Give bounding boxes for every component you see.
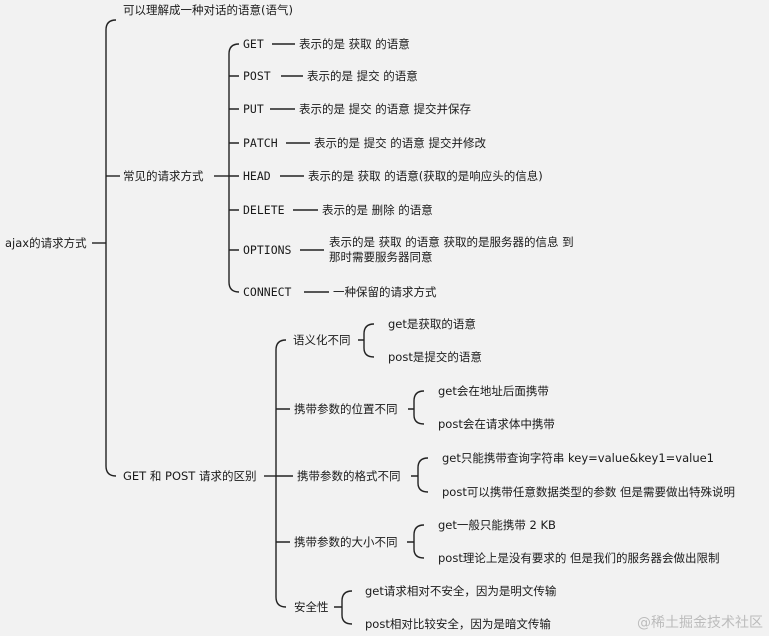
method-head: HEAD (243, 169, 271, 183)
connector-g5 (334, 590, 353, 625)
method-delete-desc: 表示的是 删除 的语意 (322, 203, 433, 217)
diff-semantics-post: post是提交的语意 (388, 350, 482, 364)
method-connect: CONNECT (243, 285, 292, 299)
branch-dialog-semantics: 可以理解成一种对话的语意(语气) (123, 3, 293, 17)
diff-param-location-get: get会在地址后面携带 (438, 384, 549, 398)
connector-diff-branch (275, 339, 287, 608)
method-get-desc: 表示的是 获取 的语意 (299, 37, 410, 51)
method-options-desc: 表示的是 获取 的语意 获取的是服务器的信息 到 (329, 235, 574, 249)
connector-g3 (411, 457, 429, 493)
diff-security-get: get请求相对不安全，因为是明文传输 (365, 584, 557, 598)
diff-security-post: post相对比较安全，因为是暗文传输 (365, 617, 551, 631)
diff-param-size-post: post理论上是没有要求的 但是我们的服务器会做出限制 (438, 551, 720, 565)
connector-methods-ticks (229, 75, 239, 251)
method-patch-desc: 表示的是 提交 的语意 提交并修改 (314, 136, 486, 150)
method-post-desc: 表示的是 提交 的语意 (307, 69, 418, 83)
method-patch: PATCH (243, 136, 278, 150)
method-head-desc: 表示的是 获取 的语意(获取的是响应头的信息) (308, 169, 543, 183)
connector-method-dashes (270, 43, 329, 293)
diff-security: 安全性 (294, 600, 329, 614)
method-put-desc: 表示的是 提交 的语意 提交并保存 (299, 102, 471, 116)
diff-param-size: 携带参数的大小不同 (294, 535, 398, 549)
branch-get-post-diff: GET 和 POST 请求的区别 (123, 469, 257, 483)
branch-common-methods: 常见的请求方式 (123, 169, 204, 183)
diff-param-format: 携带参数的格式不同 (297, 469, 401, 483)
connector-diff-ticks (276, 408, 293, 543)
method-post: POST (243, 69, 271, 83)
diff-semantics-get: get是获取的语意 (388, 317, 476, 331)
connector-g2 (408, 390, 425, 425)
diff-param-location-post: post会在请求体中携带 (438, 417, 555, 431)
root-node: ajax的请求方式 (5, 236, 87, 250)
diff-param-size-get: get一般只能携带 2 KB (438, 518, 556, 532)
connector-g4 (407, 524, 425, 559)
method-options-desc-line2: 那时需要服务器同意 (329, 250, 433, 264)
method-get: GET (243, 37, 264, 51)
diff-param-format-post: post可以携带任意数据类型的参数 但是需要做出特殊说明 (442, 485, 735, 499)
watermark: @稀土掘金技术社区 (637, 615, 763, 631)
diff-semantics: 语义化不同 (293, 333, 351, 347)
connector-methods-branch (228, 43, 240, 293)
diff-param-format-get: get只能携带查询字符串 key=value&key1=value1 (442, 451, 714, 465)
method-connect-desc: 一种保留的请求方式 (333, 285, 437, 299)
connector-g1 (358, 323, 375, 358)
connector-root-branch (105, 19, 117, 477)
method-put: PUT (243, 102, 264, 116)
method-options: OPTIONS (243, 243, 292, 257)
diff-param-location: 携带参数的位置不同 (294, 402, 398, 416)
method-delete: DELETE (243, 203, 285, 217)
